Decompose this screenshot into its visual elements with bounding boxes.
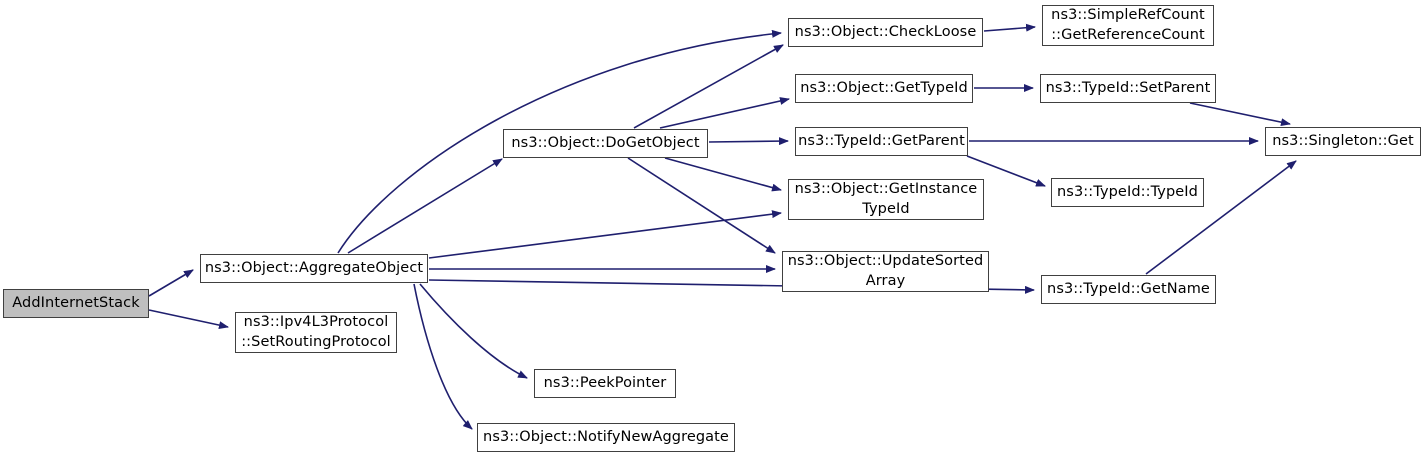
edge-dogetobject-gettypeid	[659, 97, 790, 129]
node-checkloose[interactable]: ns3::Object::CheckLoose	[788, 18, 983, 47]
node-addinternetstack[interactable]: AddInternetStack	[3, 289, 149, 318]
node-notifynewaggregate[interactable]: ns3::Object::NotifyNewAggregate	[477, 423, 735, 452]
node-label: ns3::Object::GetTypeId	[800, 79, 968, 96]
node-label: ns3::PeekPointer	[543, 374, 667, 391]
node-label: ns3::Object::CheckLoose	[794, 23, 977, 40]
edge-addinternetstack-ipv4l3protocol	[148, 309, 229, 330]
node-setparent[interactable]: ns3::TypeId::SetParent	[1040, 74, 1216, 103]
node-label: ns3::Object::DoGetObject	[511, 134, 700, 151]
node-updatesortedarray[interactable]: ns3::Object::UpdateSorted Array	[782, 251, 989, 292]
node-label: ns3::Ipv4L3Protocol ::SetRoutingProtocol	[241, 314, 391, 350]
edge-dogetobject-getinstancetypeid	[664, 157, 782, 192]
edge-aggregateobject-getinstancetypeid	[428, 210, 782, 259]
node-label: ns3::Object::AggregateObject	[204, 259, 424, 276]
node-label: ns3::Object::GetInstance TypeId	[794, 181, 978, 217]
edge-dogetobject-getparent	[708, 137, 789, 146]
node-label: ns3::TypeId::GetParent	[798, 132, 965, 149]
node-label: ns3::Object::NotifyNewAggregate	[483, 428, 729, 445]
node-typeid-typeid[interactable]: ns3::TypeId::TypeId	[1051, 178, 1204, 207]
edge-aggregateobject-dogetobject	[347, 158, 503, 254]
node-label: ns3::Object::UpdateSorted Array	[787, 253, 984, 289]
node-getname[interactable]: ns3::TypeId::GetName	[1041, 275, 1216, 304]
node-label: ns3::TypeId::TypeId	[1057, 183, 1198, 200]
node-label: ns3::TypeId::SetParent	[1045, 79, 1211, 96]
node-getinstancetypeid[interactable]: ns3::Object::GetInstance TypeId	[788, 179, 984, 220]
edge-aggregateobject-peekpointer	[419, 283, 528, 379]
edge-aggregateobject-notifynewaggregate	[413, 283, 473, 430]
node-label: AddInternetStack	[12, 294, 140, 311]
node-getparent[interactable]: ns3::TypeId::GetParent	[795, 127, 968, 156]
node-ipv4l3protocol-setroutingprotocol[interactable]: ns3::Ipv4L3Protocol ::SetRoutingProtocol	[235, 312, 397, 353]
node-dogetobject[interactable]: ns3::Object::DoGetObject	[503, 129, 708, 158]
node-label: ns3::SimpleRefCount ::GetReferenceCount	[1051, 7, 1205, 43]
node-simplerefcount-getreferencecount[interactable]: ns3::SimpleRefCount ::GetReferenceCount	[1042, 5, 1214, 46]
edge-dogetobject-updatesortedarray	[627, 157, 776, 254]
edge-addinternetstack-aggregateobject	[148, 269, 194, 297]
edge-checkloose-simplerefcount	[983, 23, 1036, 32]
node-gettypeid[interactable]: ns3::Object::GetTypeId	[795, 74, 973, 103]
edge-setparent-singletonget	[1189, 102, 1291, 127]
node-peekpointer[interactable]: ns3::PeekPointer	[534, 369, 676, 398]
edge-dogetobject-checkloose	[633, 44, 784, 129]
node-singleton-get[interactable]: ns3::Singleton::Get	[1265, 127, 1421, 156]
node-label: ns3::TypeId::GetName	[1047, 280, 1210, 297]
node-aggregateobject[interactable]: ns3::Object::AggregateObject	[200, 254, 428, 283]
node-label: ns3::Singleton::Get	[1272, 132, 1414, 149]
